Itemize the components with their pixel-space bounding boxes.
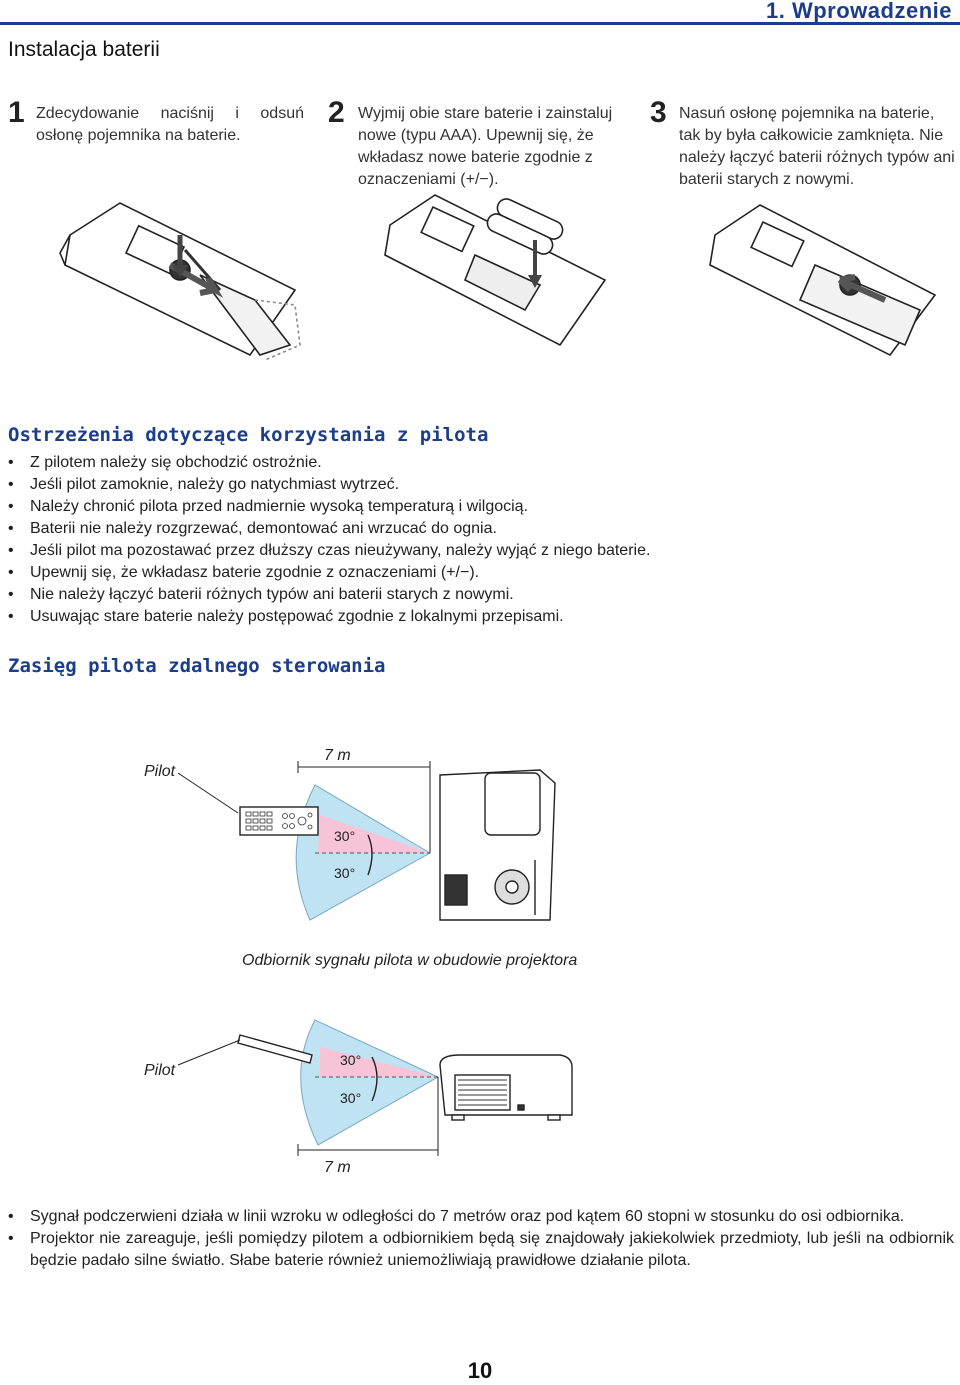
range-title: Zasięg pilota zdalnego sterowania [8,655,386,677]
range-notes: Sygnał podczerwieni działa w linii wzrok… [6,1206,954,1272]
header-rule [0,22,960,25]
angle-label-1: 30° [340,1052,361,1068]
projector-side-view [439,1054,573,1121]
chapter-title: 1. Wprowadzenie [766,0,952,23]
list-item: Sygnał podczerwieni działa w linii wzrok… [6,1206,954,1228]
receiver-caption: Odbiornik sygnału pilota w obudowie proj… [242,952,578,969]
install-title: Instalacja baterii [8,38,160,61]
ir-center-zone [318,815,430,853]
projector-top-view [439,769,556,921]
range-diagram-top: Pilot 7 m 30° 30° [144,747,556,921]
list-item: Upewnij się, że wkładasz baterie zgodnie… [6,562,946,584]
remote-label: Pilot [144,1062,176,1079]
step-1-number: 1 [8,96,25,129]
step-2-number: 2 [328,96,345,129]
remote-insert-battery-illustration [384,194,607,347]
list-item: Jeśli pilot ma pozostawać przez dłuższy … [6,540,946,562]
angle-label-2: 30° [334,865,355,881]
step-2-text: Wyjmij obie stare baterie i zainstaluj n… [358,105,613,188]
list-item: Baterii nie należy rozgrzewać, demontowa… [6,518,946,540]
step-1-text: Zdecydowanie naciśnij i odsuń osłonę poj… [36,105,304,144]
remote-label: Pilot [144,763,176,780]
remote-top-view [239,806,319,836]
list-item: Jeśli pilot zamoknie, należy go natychmi… [6,474,946,496]
step-3-number: 3 [650,96,667,129]
warnings-list: Z pilotem należy się obchodzić ostrożnie… [6,452,946,628]
remote-open-cover-illustration [59,202,301,361]
page-number: 10 [467,1358,493,1383]
list-item: Projektor nie zareaguje, jeśli pomiędzy … [6,1228,954,1272]
distance-label: 7 m [324,747,351,764]
list-item: Z pilotem należy się obchodzić ostrożnie… [6,452,946,474]
distance-label: 7 m [324,1159,351,1176]
list-item: Nie należy łączyć baterii różnych typów … [6,584,946,606]
warnings-title: Ostrzeżenia dotyczące korzystania z pilo… [8,424,489,446]
remote-close-cover-illustration [709,204,937,357]
chapter-header: 1. Wprowadzenie [0,0,960,26]
angle-label-1: 30° [334,828,355,844]
remote-side-view [237,1034,313,1064]
step-3-text: Nasuń osłonę pojemnika na baterie, tak b… [679,105,955,188]
list-item: Usuwając stare baterie należy postępować… [6,606,946,628]
range-diagram-side: Pilot 30° 30° 7 m [144,1019,573,1176]
list-item: Należy chronić pilota przed nadmiernie w… [6,496,946,518]
angle-label-2: 30° [340,1090,361,1106]
ir-beam [300,1019,440,1146]
ir-center-zone [320,1047,438,1077]
